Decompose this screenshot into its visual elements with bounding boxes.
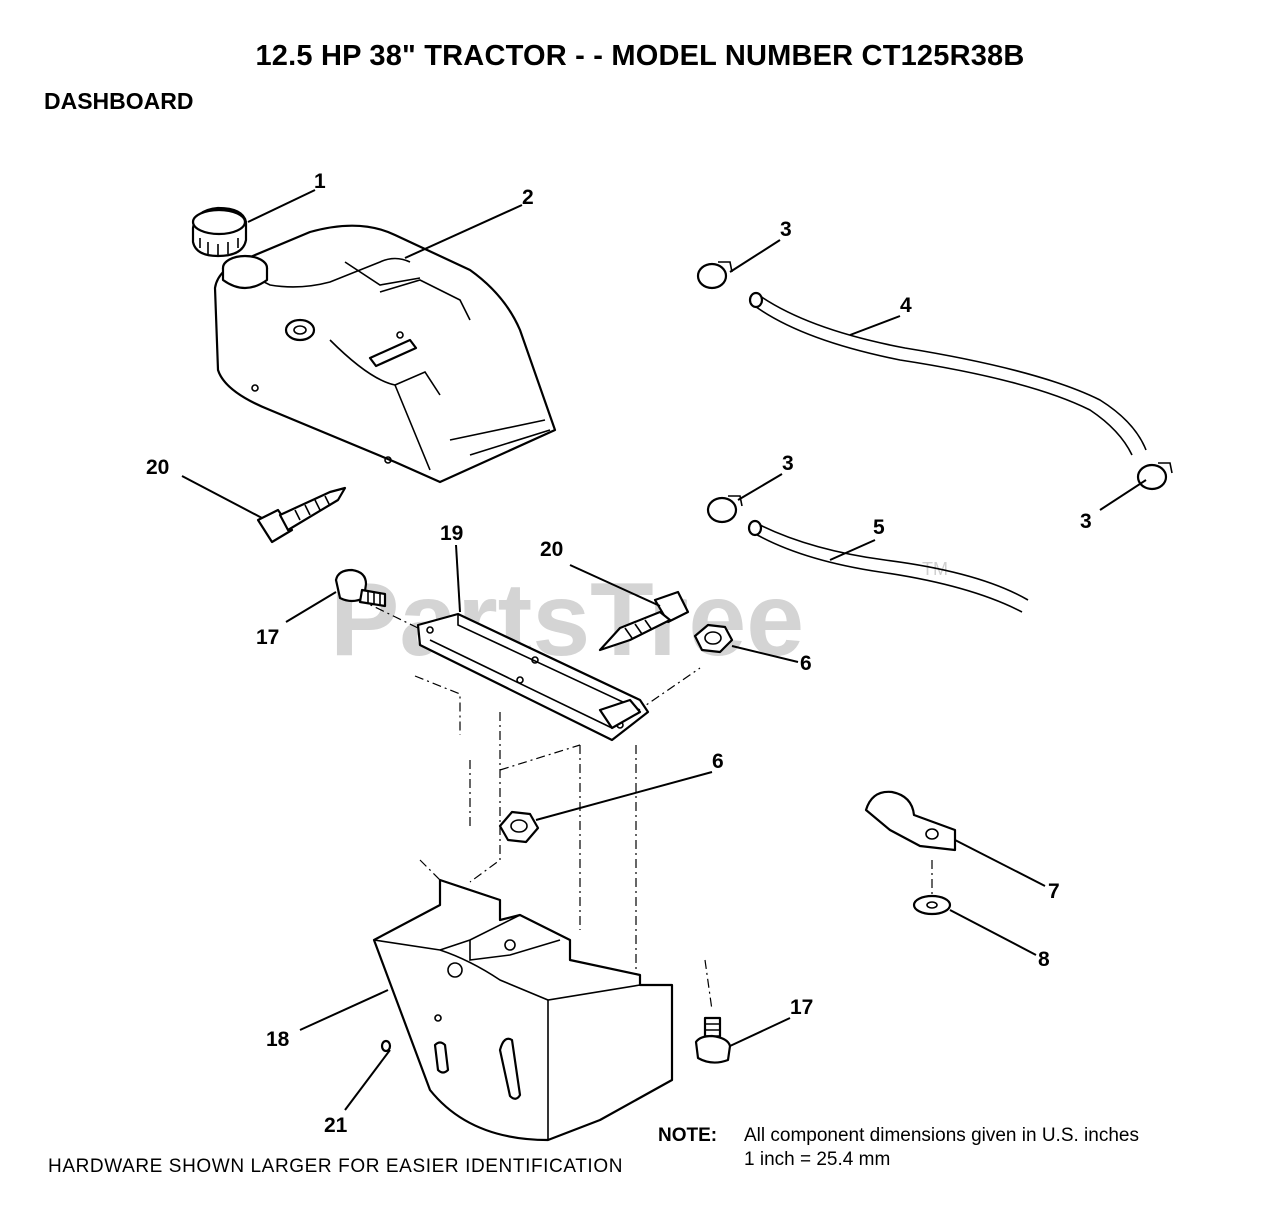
hose-clamp-part-a [696,261,733,290]
hex-nut-part-lower [498,810,540,844]
small-screw-part [380,1039,392,1053]
fuel-tank-part [213,224,557,484]
callout-19: 19 [440,522,463,545]
bolt-part-lower [694,1016,732,1064]
note-line-2: 1 inch = 25.4 mm [744,1149,891,1170]
callout-8: 8 [1038,948,1050,971]
bolt-part-left [334,568,387,608]
hex-nut-part-upper [693,623,734,654]
section-heading: DASHBOARD [44,88,194,114]
callout-18: 18 [266,1028,290,1051]
callout-7: 7 [1048,880,1060,903]
dashboard-panel-part [372,878,674,1142]
bracket-part [416,612,650,742]
note-label: NOTE: [658,1125,718,1146]
callout-21: 21 [324,1114,348,1137]
watermark: PartsTree [330,562,804,678]
callout-17b: 17 [790,996,813,1019]
callouts: 1 2 3 4 3 3 5 20 19 20 17 6 6 7 8 18 17 … [146,170,1092,1137]
callout-3c: 3 [1080,510,1092,533]
callout-5: 5 [873,516,885,539]
hose-clamp-part-c [1136,462,1173,491]
screw-part-upper [256,486,347,544]
dimensions-note: NOTE: All component dimensions given in U… [658,1124,1139,1172]
callout-4: 4 [900,294,912,317]
assembly-lines [339,589,933,1011]
leader-lines [181,189,1147,1111]
callout-17a: 17 [256,626,279,649]
callout-3a: 3 [780,218,792,241]
note-line-1: All component dimensions given in U.S. i… [744,1125,1139,1146]
fuel-line-part-5 [747,519,1029,613]
fuel-line-part [748,291,1147,456]
washer-part [912,894,952,916]
callout-20a: 20 [146,456,169,479]
callout-2: 2 [522,186,534,209]
callout-20b: 20 [540,538,563,561]
fuel-cap-part [191,206,248,258]
clip-part [864,790,957,852]
hardware-footnote: HARDWARE SHOWN LARGER FOR EASIER IDENTIF… [48,1156,624,1177]
watermark-tm: TM [922,559,948,579]
page-title: 12.5 HP 38" TRACTOR - - MODEL NUMBER CT1… [255,40,1025,72]
callout-6a: 6 [800,652,812,675]
callout-1: 1 [314,170,326,193]
callout-6b: 6 [712,750,724,773]
screw-part-middle [598,590,690,652]
hose-clamp-part-b [706,495,743,524]
callout-3b: 3 [782,452,794,475]
